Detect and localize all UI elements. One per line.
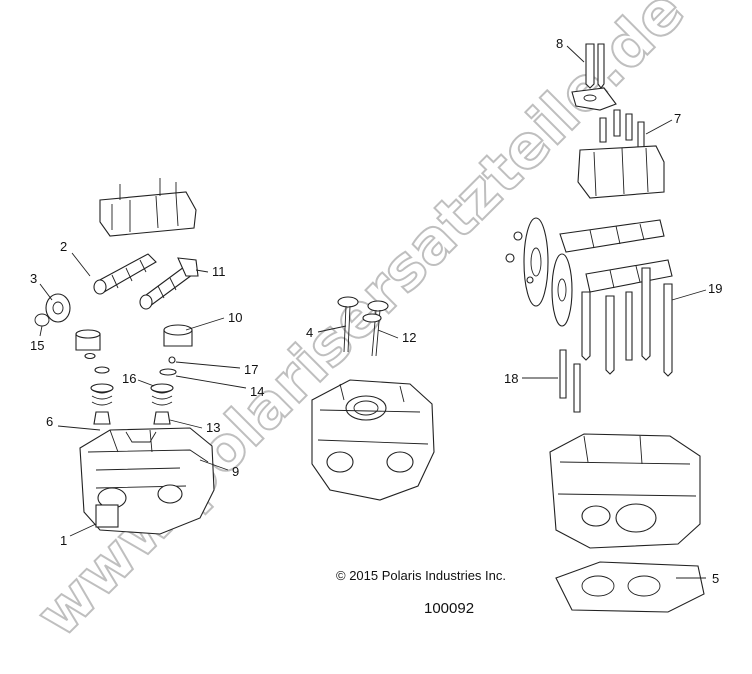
- callout-8: 8: [556, 36, 563, 51]
- copyright-text: © 2015 Polaris Industries Inc.: [336, 568, 506, 583]
- callout-19: 19: [708, 281, 722, 296]
- callout-16: 16: [122, 371, 136, 386]
- callout-2: 2: [60, 239, 67, 254]
- callout-10: 10: [228, 310, 242, 325]
- callout-7: 7: [674, 111, 681, 126]
- callout-18: 18: [504, 371, 518, 386]
- callout-13: 13: [206, 420, 220, 435]
- cam-carrier-left: [99, 178, 197, 237]
- leader-lines: [39, 45, 707, 579]
- head-gasket: [555, 561, 705, 613]
- camshaft-left: [93, 253, 157, 295]
- short-bolts: [599, 109, 645, 151]
- callout-labels: 1 2 3 4 5 6 7 8 9 10 11 12 13 14 15 16 1…: [30, 36, 722, 586]
- valve-bucket-right: [163, 324, 193, 347]
- cam-sprocket-right: [523, 217, 573, 327]
- cylinder-head-left: [79, 427, 215, 535]
- valve-spring-left: [84, 352, 114, 425]
- valve-bucket-left: [75, 329, 101, 351]
- cylinder-head-right: [549, 433, 701, 549]
- small-nuts: [505, 231, 534, 284]
- cam-sprocket-left: [34, 293, 71, 327]
- camshaft-right: [139, 257, 199, 310]
- cylinder-head-middle: [311, 379, 435, 501]
- long-bolts-top: [585, 43, 605, 89]
- cam-carrier-right: [577, 145, 665, 199]
- cam-cap-top: [571, 87, 617, 111]
- short-head-bolts: [559, 349, 581, 413]
- callout-5: 5: [712, 571, 719, 586]
- callout-14: 14: [250, 384, 264, 399]
- camshafts-right: [559, 219, 673, 293]
- callout-11: 11: [212, 264, 226, 279]
- callout-15: 15: [30, 338, 44, 353]
- valve-pair: [337, 296, 389, 357]
- callout-6: 6: [46, 414, 53, 429]
- callout-17: 17: [244, 362, 258, 377]
- callout-12: 12: [402, 330, 416, 345]
- callout-9: 9: [232, 464, 239, 479]
- callout-4: 4: [306, 325, 313, 340]
- valve-spring-right: [150, 356, 177, 425]
- drawing-number: 100092: [424, 600, 474, 617]
- callout-3: 3: [30, 271, 37, 286]
- callout-1: 1: [60, 533, 67, 548]
- long-head-bolts: [581, 267, 673, 377]
